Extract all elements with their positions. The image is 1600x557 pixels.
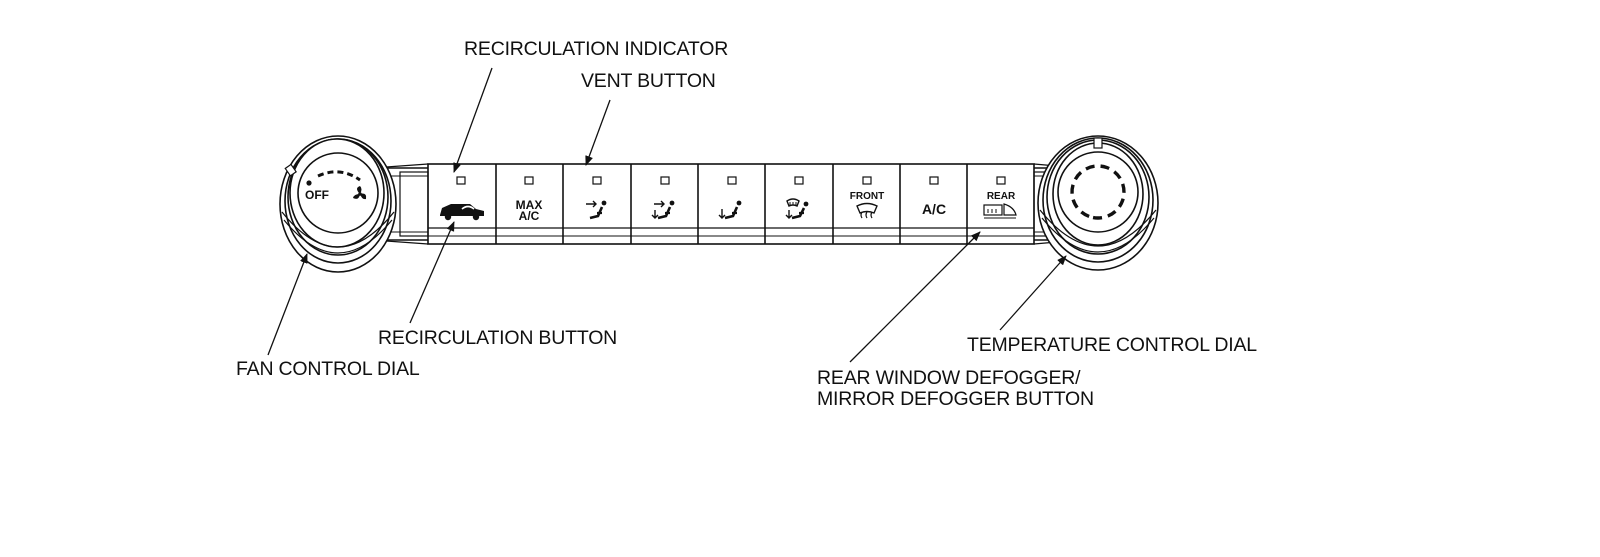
floor-mode-icon [718, 200, 742, 220]
vent-button-label: VENT BUTTON [581, 70, 716, 92]
front-defrost-button[interactable]: FRONT [850, 191, 884, 219]
rear-defrost-button[interactable]: REAR [983, 191, 1017, 219]
recirculation-indicator-label: RECIRCULATION INDICATOR [464, 38, 729, 60]
max-ac-label-line2: A/C [519, 209, 540, 223]
leader-vent-button [585, 99, 611, 166]
leader-recirculation-indicator [453, 67, 493, 173]
recirculation-button-label: RECIRCULATION BUTTON [378, 327, 618, 349]
recirculation-indicator-light [456, 176, 466, 185]
vent-indicator-light [592, 176, 602, 185]
rear-defrost-mirror-icon [983, 203, 1017, 219]
fan-off-dot [306, 180, 312, 186]
fan-off-label: OFF [305, 188, 329, 202]
rear-defrost-indicator-light [996, 176, 1006, 185]
front-label: FRONT [850, 191, 884, 202]
rear-defogger-label-line2: MIRROR DEFOGGER BUTTON [817, 388, 1094, 410]
temperature-pointer [1093, 137, 1103, 149]
front-defrost-indicator-light [862, 176, 872, 185]
leader-lines [267, 67, 1067, 363]
ac-label: A/C [922, 201, 946, 217]
leader-temperature-control-dial [999, 255, 1067, 331]
temperature-control-dial-label: TEMPERATURE CONTROL DIAL [967, 334, 1257, 356]
ac-indicator-light [929, 176, 939, 185]
fan-control-dial-label: FAN CONTROL DIAL [236, 358, 420, 380]
front-defrost-icon [856, 202, 878, 219]
rear-defogger-label-line1: REAR WINDOW DEFOGGER/ [817, 367, 1081, 389]
max-ac-button[interactable]: MAX A/C [516, 198, 543, 223]
bilevel-button[interactable] [651, 200, 675, 220]
button-strip [371, 163, 1081, 245]
car-recirculation-icon [440, 204, 484, 221]
bilevel-indicator-light [660, 176, 670, 185]
floor-indicator-light [727, 176, 737, 185]
indicator-lights [456, 176, 1006, 185]
recirculation-button[interactable] [440, 204, 484, 221]
fan-icon [353, 186, 367, 200]
floor-defrost-indicator-light [794, 176, 804, 185]
bilevel-mode-icon [651, 200, 675, 220]
ac-button[interactable]: A/C [922, 201, 946, 217]
vent-mode-icon [586, 200, 607, 220]
vent-button[interactable] [586, 200, 607, 220]
floor-button[interactable] [718, 200, 742, 220]
floor-defrost-button[interactable] [785, 198, 809, 220]
temperature-control-dial[interactable] [1037, 135, 1159, 271]
leader-fan-control-dial [267, 253, 308, 356]
max-ac-label-line1: MAX [516, 198, 543, 212]
leader-recirculation-button [409, 221, 455, 324]
floor-defrost-mode-icon [785, 198, 809, 220]
rear-label: REAR [987, 191, 1016, 202]
max-ac-indicator-light [524, 176, 534, 185]
leader-rear-defogger [849, 231, 981, 363]
fan-control-dial[interactable] [279, 135, 397, 273]
